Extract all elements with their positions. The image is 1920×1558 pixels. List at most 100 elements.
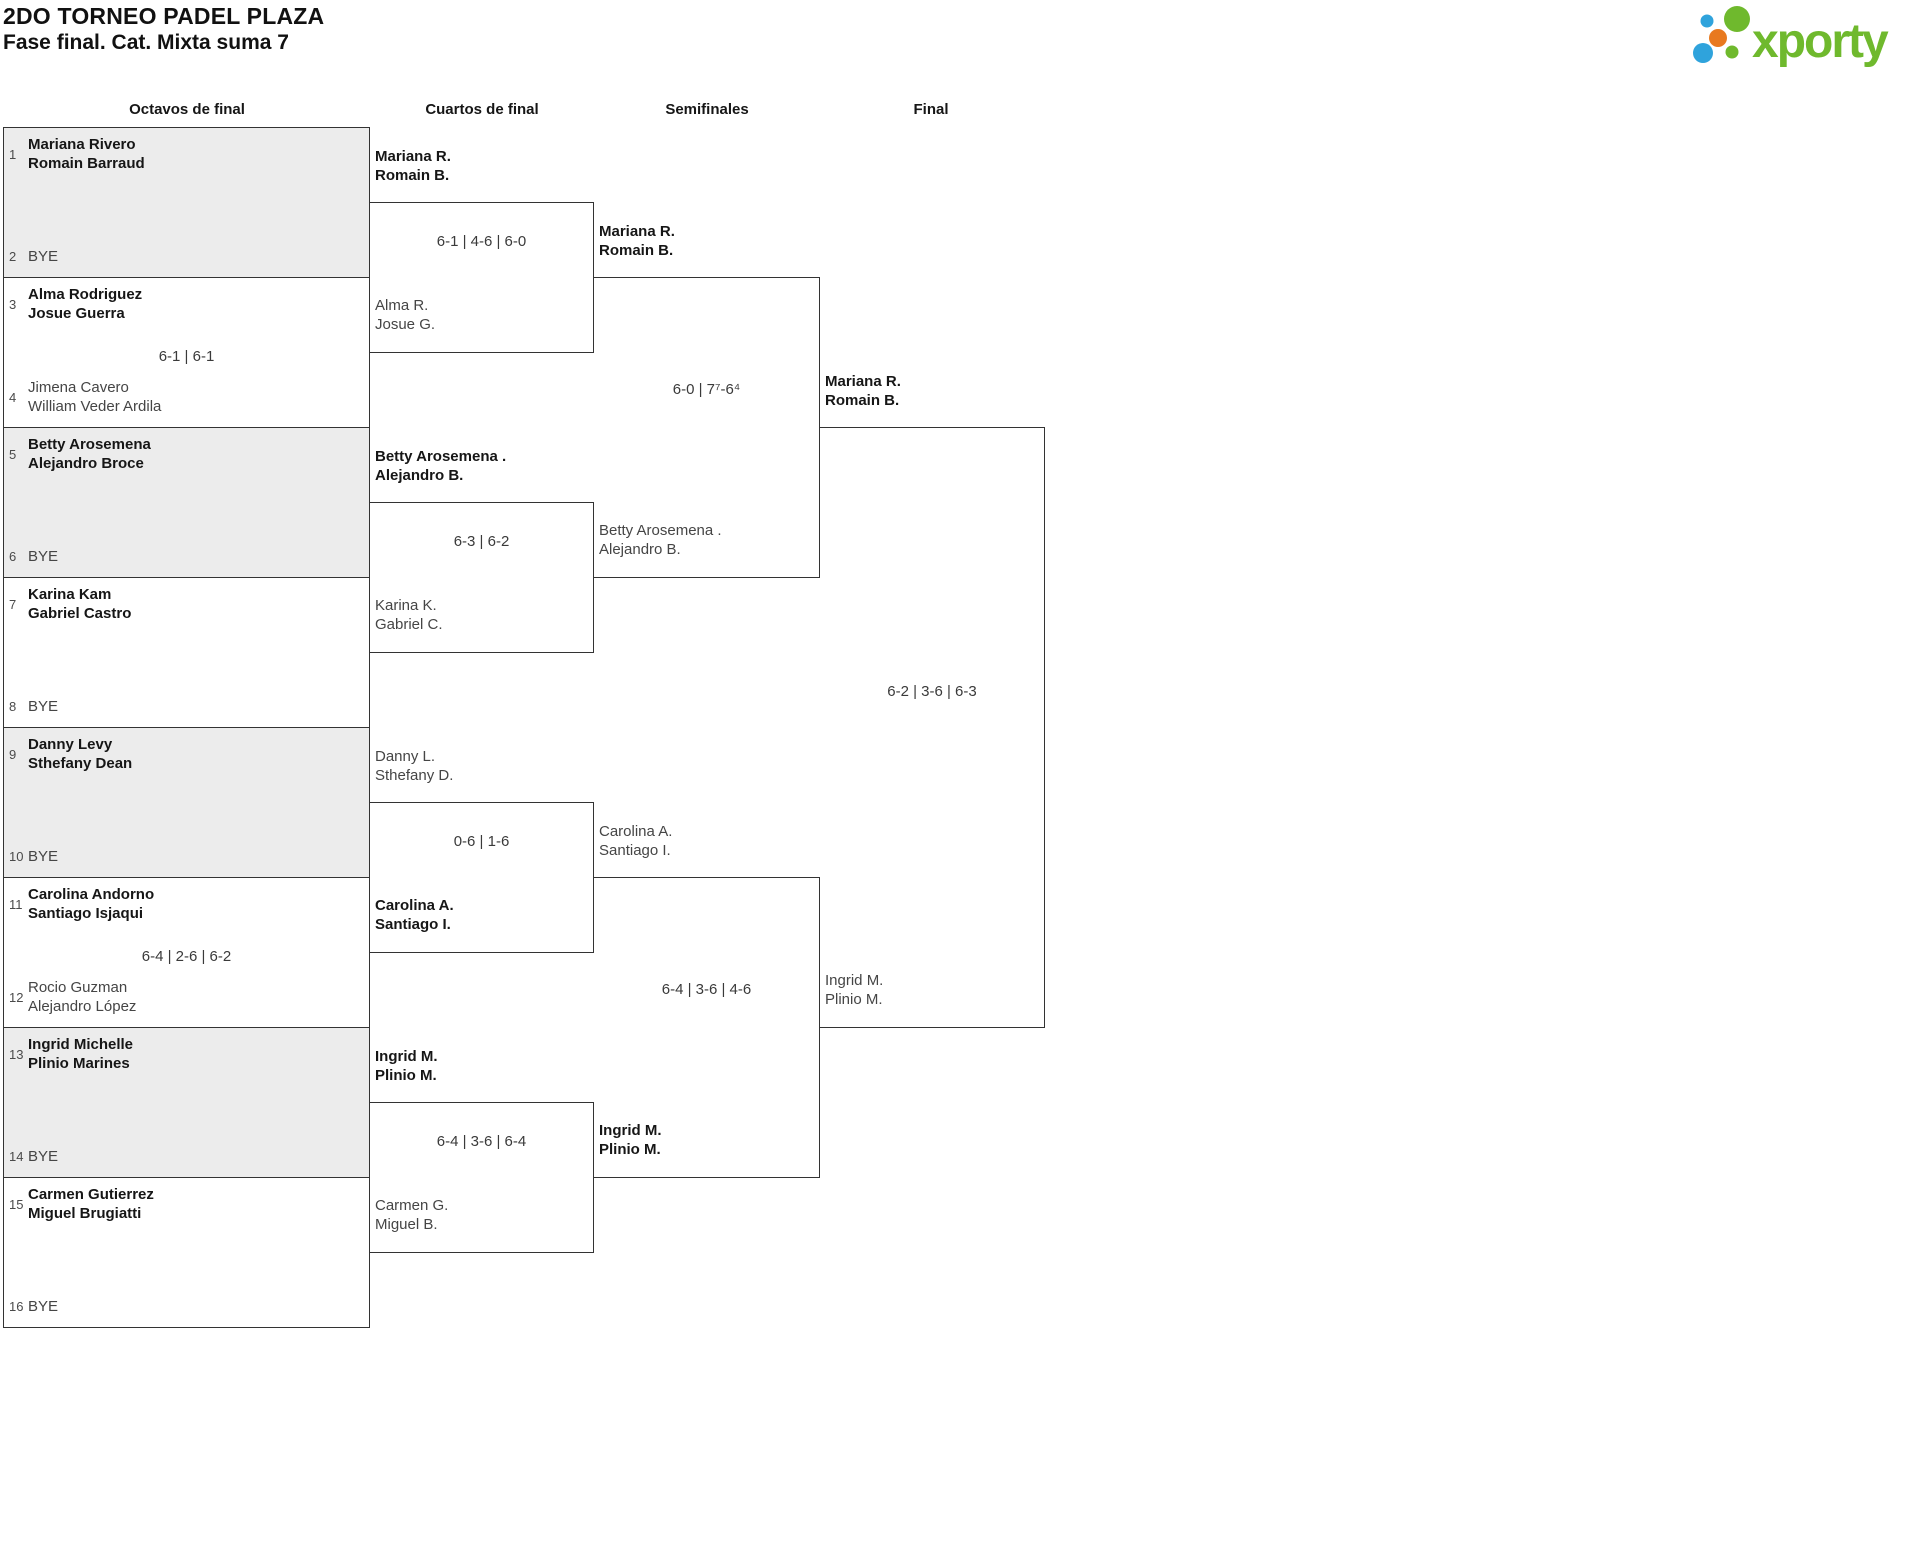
team-slot: 10 BYE [4,847,369,866]
team-label-top: Mariana R. Romain B. [599,222,675,260]
match-score: 6-4 | 3-6 | 6-4 [436,1133,527,1150]
team-name-line: Alejandro Broce [28,455,144,472]
team-name-line: BYE [28,698,59,715]
team-slot: 7 Karina Kam Gabriel Castro [4,585,369,623]
seed-number: 5 [9,446,17,462]
team-name-line: Carmen Gutierrez [28,1186,154,1203]
team-name-line: Gabriel C. [375,616,443,633]
team-names: Carolina Andorno Santiago Isjaqui [28,885,154,923]
seed-number: 10 [9,849,24,864]
seed-number: 1 [9,146,17,162]
r16-pair-box: 5 Betty Arosemena Alejandro Broce 6 BYE [3,427,370,578]
team-name-line: Romain B. [825,392,900,409]
team-name-line: Betty Arosemena [28,436,151,453]
team-name-line: Santiago I. [599,842,671,859]
quarterfinal-box: Mariana R. Romain B. 6-1 | 4-6 | 6-0 Alm… [370,148,594,353]
team-slot: 3 Alma Rodriguez Josue Guerra [4,285,369,323]
team-label-bottom: Alma R. Josue G. [375,296,435,334]
team-names: Danny Levy Sthefany Dean [28,735,132,773]
team-name-line: Josue G. [375,316,436,333]
team-slot: 11 Carolina Andorno Santiago Isjaqui [4,885,369,923]
team-names: BYE [28,1297,58,1316]
seed-number: 13 [9,1046,24,1062]
team-name-line: Alma R. [375,297,429,314]
team-names: Jimena Cavero William Veder Ardila [28,378,161,416]
team-name-line: Plinio M. [599,1141,661,1158]
team-slot: 12 Rocio Guzman Alejandro López [4,978,369,1016]
team-name-line: Romain Barraud [28,155,145,172]
match-score: 6-1 | 6-1 [158,348,215,365]
team-names: BYE [28,847,58,866]
team-name-line: Romain B. [375,167,450,184]
team-slot: 14 BYE [4,1147,369,1166]
semifinal-box: Mariana R. Romain B. 6-0 | 7⁷-6⁴ Betty A… [594,223,820,578]
seed-number: 16 [9,1299,24,1314]
team-label-top: Mariana R. Romain B. [375,147,451,185]
match-score: 6-4 | 2-6 | 6-2 [141,948,232,965]
quarterfinal-box: Ingrid M. Plinio M. 6-4 | 3-6 | 6-4 Carm… [370,1048,594,1253]
team-name-line: Santiago Isjaqui [28,905,144,922]
r16-pair-box: 13 Ingrid Michelle Plinio Marines 14 BYE [3,1027,370,1178]
team-name-line: Mariana R. [599,223,675,240]
xporty-logo: xporty [1680,0,1920,80]
team-name-line: Sthefany Dean [28,755,133,772]
logo-dots-icon: xporty [1693,6,1891,68]
team-name-line: Carolina A. [375,897,454,914]
tournament-title: 2DO TORNEO PADEL PLAZA [3,3,325,29]
seed-number: 12 [9,989,24,1005]
team-names: Mariana Rivero Romain Barraud [28,135,145,173]
team-label-bottom: Ingrid M. Plinio M. [599,1121,662,1159]
seed-number: 8 [9,699,17,714]
team-name-line: Josue Guerra [28,305,125,322]
seed-number: 6 [9,549,17,564]
team-name-line: Gabriel Castro [28,605,132,622]
team-name-line: Carolina Andorno [28,886,155,903]
match-score: 6-0 | 7⁷-6⁴ [672,381,741,398]
team-name-line: BYE [28,1148,59,1165]
r16-pair-box: 3 Alma Rodriguez Josue Guerra 6-1 | 6-1 … [3,277,370,428]
team-name-line: Miguel Brugiatti [28,1205,142,1222]
team-name-line: Mariana R. [375,148,451,165]
r16-pair-box: 1 Mariana Rivero Romain Barraud 2 BYE [3,127,370,278]
tournament-subtitle: Fase final. Cat. Mixta suma 7 [3,31,289,54]
team-name-line: Alma Rodriguez [28,286,143,303]
team-name-line: Danny L. [375,748,436,765]
r16-pair-box: 15 Carmen Gutierrez Miguel Brugiatti 16 … [3,1177,370,1328]
team-name-line: Romain B. [599,242,674,259]
team-slot: 15 Carmen Gutierrez Miguel Brugiatti [4,1185,369,1223]
team-name-line: Carmen G. [375,1197,449,1214]
match-score: 0-6 | 1-6 [453,833,510,850]
team-name-line: Ingrid M. [825,972,884,989]
team-name-line: Betty Arosemena . [375,448,507,465]
team-name-line: Betty Arosemena . [599,522,722,539]
team-name-line: Mariana Rivero [28,136,136,153]
seed-number: 3 [9,296,17,312]
team-name-line: Plinio M. [825,991,883,1008]
team-name-line: Danny Levy [28,736,113,753]
team-name-line: William Veder Ardila [28,398,162,415]
team-slot: 1 Mariana Rivero Romain Barraud [4,135,369,173]
final-box: Mariana R. Romain B. 6-2 | 3-6 | 6-3 Ing… [820,373,1045,1028]
team-name-line: Plinio Marines [28,1055,130,1072]
match-score: 6-1 | 4-6 | 6-0 [436,233,527,250]
round-header-semifinales: Semifinales [665,101,749,118]
team-name-line: Miguel B. [375,1216,438,1233]
round-header-cuartos: Cuartos de final [425,101,539,118]
team-name-line: BYE [28,1298,59,1315]
team-slot: 16 BYE [4,1297,369,1316]
match-score: 6-4 | 3-6 | 4-6 [661,981,752,998]
team-label-top: Betty Arosemena . Alejandro B. [375,447,506,485]
team-names: BYE [28,1147,58,1166]
team-name-line: Alejandro López [28,998,137,1015]
team-name-line: Karina Kam [28,586,112,603]
team-name-line: Rocio Guzman [28,979,128,996]
team-name-line: BYE [28,848,59,865]
round-header-final: Final [913,101,949,118]
semifinal-box: Carolina A. Santiago I. 6-4 | 3-6 | 4-6 … [594,823,820,1178]
team-names: Betty Arosemena Alejandro Broce [28,435,151,473]
team-label-top: Ingrid M. Plinio M. [375,1047,438,1085]
team-names: Rocio Guzman Alejandro López [28,978,136,1016]
r16-pair-box: 7 Karina Kam Gabriel Castro 8 BYE [3,577,370,728]
team-label-top: Carolina A. Santiago I. [599,822,672,860]
